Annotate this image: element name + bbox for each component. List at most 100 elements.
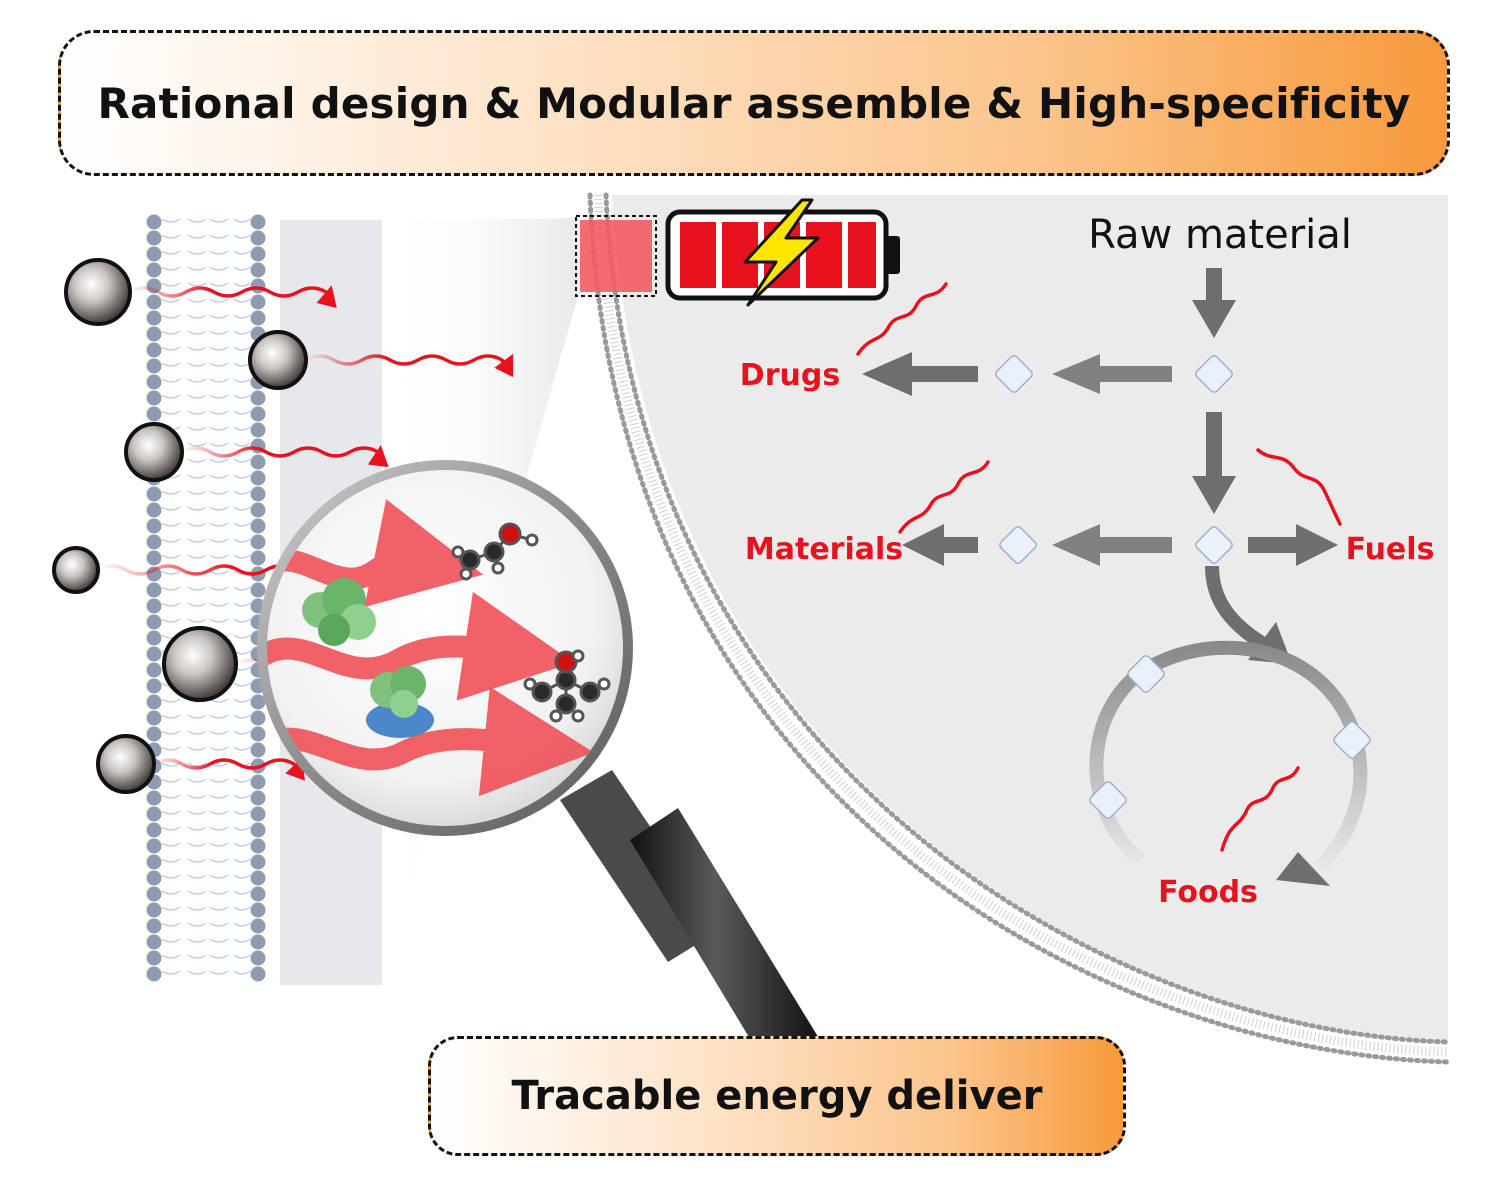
lipid-tail <box>209 730 229 735</box>
lipid-head <box>250 310 266 326</box>
magnifying-glass-icon <box>257 460 820 1072</box>
lipid-tail <box>209 426 229 431</box>
lipid-tail <box>161 378 181 383</box>
lipid-bilayer <box>146 214 266 982</box>
lipid-tail <box>233 938 251 943</box>
lipid-head <box>250 710 266 726</box>
lipid-tail <box>209 746 229 751</box>
pathway-node <box>1195 355 1233 393</box>
lipid-head <box>250 822 266 838</box>
lipid-tail <box>233 794 251 799</box>
lipid-head <box>146 406 162 422</box>
lipid-tail <box>209 586 229 591</box>
lipid-tail <box>187 234 207 239</box>
lipid-head <box>146 966 162 982</box>
lipid-head <box>250 214 266 230</box>
footer-text: Tracable energy deliver <box>511 1073 1043 1119</box>
pathway-arrows <box>862 268 1338 566</box>
lipid-head <box>146 838 162 854</box>
battery-icon <box>575 209 900 301</box>
lipid-tail <box>233 730 251 735</box>
lipid-tail <box>233 346 251 351</box>
lipid-head <box>146 294 162 310</box>
lipid-tail <box>187 618 207 623</box>
lipid-head <box>146 918 162 934</box>
title-banner: Rational design & Modular assemble & Hig… <box>58 30 1450 176</box>
lipid-tail <box>233 234 251 239</box>
lipid-head <box>250 486 266 502</box>
signal-wave <box>153 757 305 781</box>
lipid-tail <box>187 506 207 511</box>
product-label-materials: Materials <box>745 532 903 567</box>
lipid-head <box>250 534 266 550</box>
lipid-head <box>250 854 266 870</box>
lipid-head <box>146 246 162 262</box>
lipid-head <box>146 662 162 678</box>
lipid-tail <box>209 970 229 975</box>
raw-material-label: Raw material <box>1088 212 1352 258</box>
lipid-tail <box>187 362 207 367</box>
lipid-tail <box>233 458 251 463</box>
lipid-tail <box>233 298 251 303</box>
lipid-tail <box>233 250 251 255</box>
product-label-foods: Foods <box>1158 875 1258 910</box>
lipid-tail <box>161 602 181 607</box>
lipid-head <box>146 902 162 918</box>
lipid-head <box>146 822 162 838</box>
lipid-tail <box>233 570 251 575</box>
lipid-head <box>146 886 162 902</box>
lipid-head <box>146 486 162 502</box>
pathway-node <box>1195 526 1233 564</box>
lipid-tail <box>187 970 207 975</box>
lipid-tail <box>233 842 251 847</box>
lipid-head <box>146 374 162 390</box>
lipid-tail <box>187 794 207 799</box>
lipid-tail <box>209 906 229 911</box>
lipid-head <box>146 390 162 406</box>
footer-banner: Tracable energy deliver <box>428 1036 1126 1156</box>
lipid-tail <box>161 346 181 351</box>
lipid-head <box>250 294 266 310</box>
lipid-tail <box>187 714 207 719</box>
lipid-tail <box>161 890 181 895</box>
lipid-tail <box>187 394 207 399</box>
lipid-tail <box>187 426 207 431</box>
lipid-head <box>146 358 162 374</box>
lipid-tail <box>233 602 251 607</box>
nanoparticle <box>248 330 308 390</box>
lipid-head <box>146 342 162 358</box>
enzyme-complex-icon <box>366 666 434 738</box>
lipid-tail <box>161 618 181 623</box>
lipid-tail <box>161 954 181 959</box>
lipid-tail <box>209 618 229 623</box>
lipid-tail <box>187 378 207 383</box>
cycle-loop <box>1089 565 1368 886</box>
product-label-fuels: Fuels <box>1346 532 1435 567</box>
lipid-tail <box>187 474 207 479</box>
lipid-tail <box>161 490 181 495</box>
lipid-head <box>250 870 266 886</box>
lipid-tail <box>233 890 251 895</box>
lipid-tail <box>209 298 229 303</box>
lipid-tail <box>187 890 207 895</box>
lipid-head <box>250 918 266 934</box>
lipid-tail <box>161 586 181 591</box>
nanoparticle <box>96 734 156 794</box>
lipid-tail <box>187 826 207 831</box>
lipid-head <box>250 886 266 902</box>
lipid-tail <box>233 618 251 623</box>
lipid-tail <box>209 874 229 879</box>
lipid-head <box>146 326 162 342</box>
lightning-icon <box>743 198 820 307</box>
lipid-tail <box>209 938 229 943</box>
lipid-tail <box>233 714 251 719</box>
nanoparticle <box>124 422 184 482</box>
lipid-tail <box>233 746 251 751</box>
lipid-tail <box>209 314 229 319</box>
lipid-tail <box>187 602 207 607</box>
lipid-tail <box>161 298 181 303</box>
lipid-head <box>146 678 162 694</box>
enzyme-icon <box>302 578 376 646</box>
lipid-tail <box>187 858 207 863</box>
lipid-tail <box>209 490 229 495</box>
